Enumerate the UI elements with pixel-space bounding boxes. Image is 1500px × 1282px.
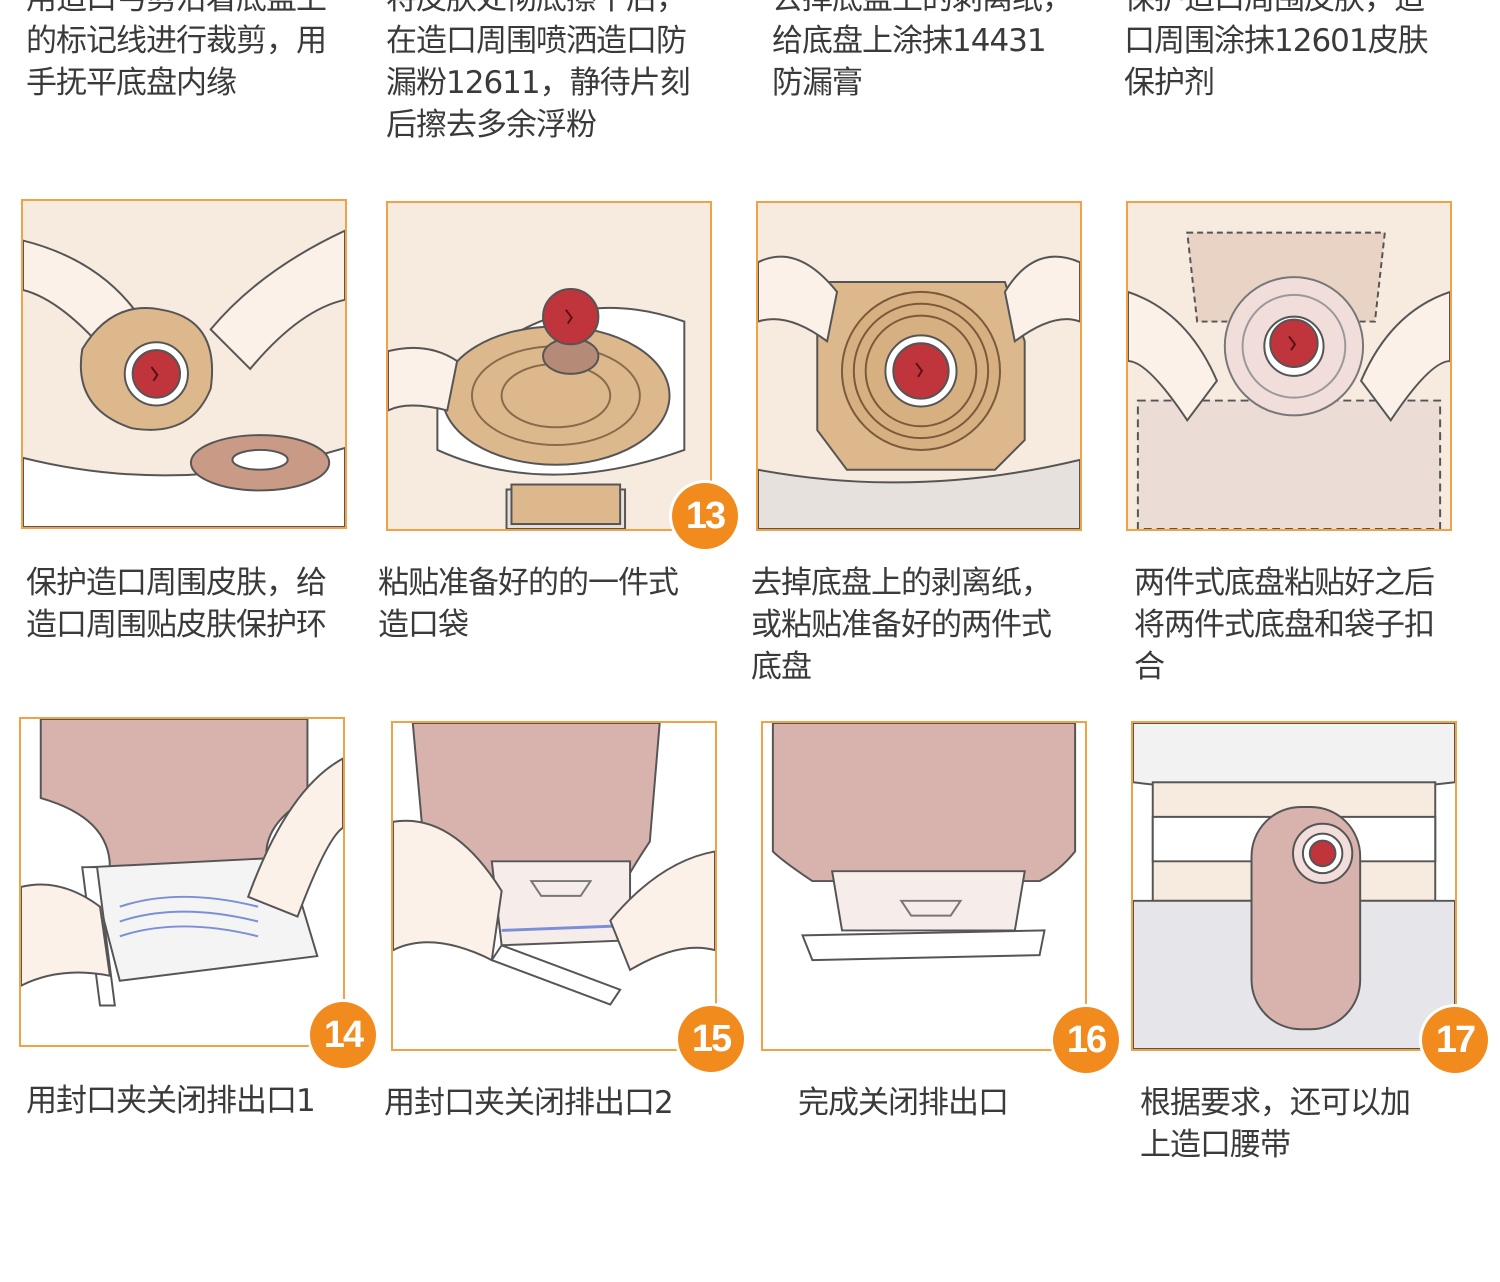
caption-step-one-piece-pouch: 粘贴准备好的的一件式 造口袋 (378, 565, 679, 643)
illustration-ostomy-belt (1131, 721, 1457, 1051)
caption-step-apply-powder: 将皮肤处彻底擦干后， 在造口周围喷洒造口防 漏粉12611，静待片刻 后擦去多余… (386, 0, 691, 143)
illustration-close-outlet-2 (391, 721, 717, 1051)
caption-step-close-outlet-1: 用封口夹关闭排出口1 (26, 1083, 316, 1119)
step-number-badge: 14 (310, 1002, 376, 1068)
step-number-badge: 13 (672, 483, 738, 549)
caption-step-cut-pattern: 用造口弓剪沿着底盘上 的标记线进行裁剪，用 手抚平底盘内缘 (26, 0, 327, 101)
caption-step-attach-pouch: 两件式底盘粘贴好之后 将两件式底盘和袋子扣 合 (1134, 565, 1435, 685)
illustration-protective-ring (21, 199, 347, 529)
illustration-attach-pouch (1126, 201, 1452, 531)
step-number-badge: 17 (1422, 1007, 1488, 1073)
caption-step-two-piece-flange: 去掉底盘上的剥离纸， 或粘贴准备好的两件式 底盘 (751, 565, 1052, 685)
caption-step-outlet-closed: 完成关闭排出口 (798, 1085, 1009, 1121)
caption-step-ostomy-belt: 根据要求，还可以加 上造口腰带 (1140, 1085, 1411, 1163)
caption-step-apply-paste: 去掉底盘上的剥离纸， 给底盘上涂抹14431 防漏膏 (772, 0, 1073, 101)
caption-step-close-outlet-2: 用封口夹关闭排出口2 (384, 1085, 674, 1121)
step-number-badge: 15 (678, 1006, 744, 1072)
caption-step-apply-protectant: 保护造口周围皮肤，造 口周围涂抹12601皮肤 保护剂 (1124, 0, 1429, 101)
illustration-close-outlet-1 (19, 717, 345, 1047)
illustration-one-piece-pouch (386, 201, 712, 531)
caption-step-protective-ring: 保护造口周围皮肤，给 造口周围贴皮肤保护环 (26, 565, 327, 643)
step-number-badge: 16 (1053, 1007, 1119, 1073)
illustration-two-piece-flange (756, 201, 1082, 531)
illustration-outlet-closed (761, 721, 1087, 1051)
